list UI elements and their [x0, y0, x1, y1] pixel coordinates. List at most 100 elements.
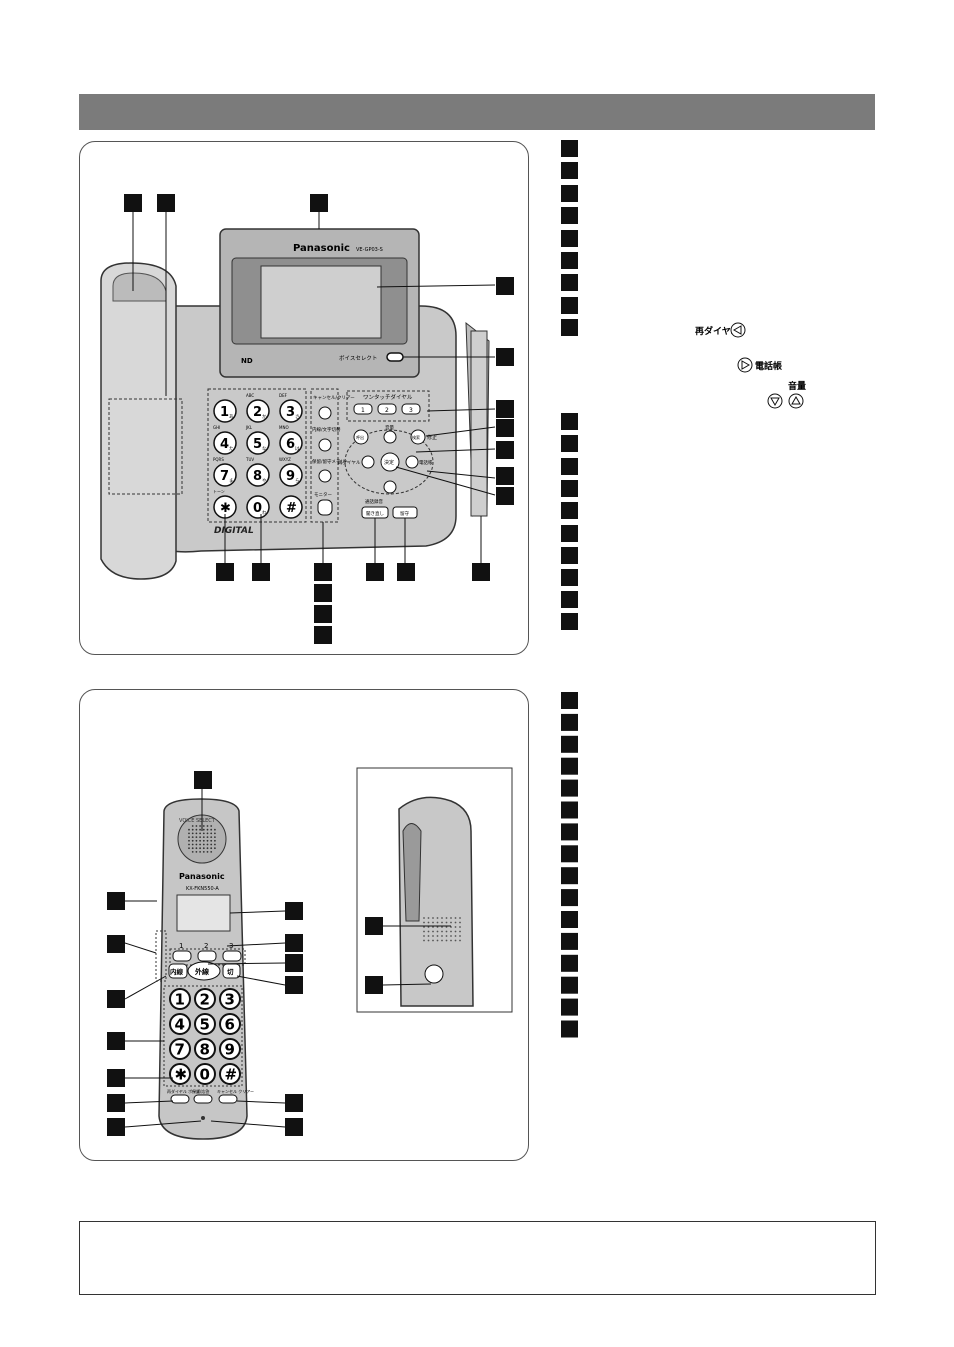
one-touch-key-1[interactable]: [353, 403, 373, 415]
phonebook-right-button[interactable]: [405, 455, 419, 469]
handset-key-5[interactable]: [219, 1013, 241, 1035]
monitor-label: モニター: [314, 491, 332, 498]
enter-label: 決定: [384, 459, 394, 466]
handset-key-0[interactable]: [169, 988, 191, 1010]
intercom-button[interactable]: [318, 438, 332, 452]
nd-logo: ND: [241, 357, 253, 365]
handset-key-label: 5: [200, 1016, 210, 1034]
handset-key-10[interactable]: [194, 1063, 216, 1085]
base-key-num: 2: [253, 405, 262, 420]
legend-marker: [561, 274, 578, 291]
handset-key-1[interactable]: [194, 988, 216, 1010]
base-key-num: 5: [253, 437, 262, 452]
base-key-letters: PQRS: [213, 457, 224, 462]
base-key-6[interactable]: [213, 463, 237, 487]
call-record-label: 通話録音: [365, 498, 383, 505]
base-key-5[interactable]: [279, 431, 303, 455]
base-key-4[interactable]: [246, 431, 270, 455]
handset-key-label: 2: [200, 991, 210, 1009]
base-key-letters: JKL: [245, 425, 253, 430]
recall-button[interactable]: [353, 429, 369, 445]
cancel-clear-label: キャンセル/クリアー: [313, 395, 355, 401]
handset-key-7[interactable]: [194, 1038, 216, 1060]
phonebook-label: 電話帳: [419, 459, 433, 466]
section-header-bar: [79, 94, 875, 130]
handset-one-touch-label: 1: [179, 942, 183, 950]
antenna: [470, 330, 488, 517]
handset-key-label: ✱: [175, 1066, 188, 1084]
handset-one-touch-1[interactable]: [172, 950, 192, 962]
clear-label: キャンセル クリアー: [217, 1088, 254, 1094]
handset-one-touch-2[interactable]: [197, 950, 217, 962]
handset-voice-select: VOICE SELECT: [179, 818, 216, 824]
one-touch-key-2[interactable]: [377, 403, 397, 415]
volume-down-button[interactable]: [383, 480, 397, 494]
off-key-label: 切: [227, 968, 234, 976]
legend-marker: [561, 569, 578, 586]
legend-marker: [561, 692, 578, 709]
base-key-sub: な: [262, 445, 267, 452]
redial-left-button[interactable]: [361, 455, 375, 469]
base-key-num: 8: [253, 469, 262, 484]
legend-marker: [561, 207, 578, 224]
legend-marker: [561, 735, 578, 753]
base-key-2[interactable]: [279, 399, 303, 423]
legend-marker: [561, 713, 578, 731]
base-key-sub: ま: [229, 478, 234, 484]
handset-callouts: [107, 771, 383, 1136]
intercom-key[interactable]: [168, 963, 188, 979]
base-key-3[interactable]: [213, 431, 237, 455]
base-key-sub: あ: [229, 414, 234, 420]
enter-button[interactable]: [380, 452, 400, 472]
legend-phonebook-text: 電話帳: [755, 360, 782, 372]
voice-select-label: ボイスセレクト: [339, 354, 377, 362]
handset-key-label: 1: [175, 991, 185, 1009]
voice-select-button[interactable]: [386, 352, 404, 362]
search-button[interactable]: [410, 429, 426, 445]
handset-one-touch-label: 2: [204, 942, 208, 950]
handset-key-3[interactable]: [169, 1013, 191, 1035]
base-key-sub: た: [229, 446, 234, 452]
base-key-num: 9: [286, 469, 295, 484]
handset-key-6[interactable]: [169, 1038, 191, 1060]
hold-button[interactable]: [318, 469, 332, 483]
note-box: [79, 1221, 876, 1295]
legend-marker: [561, 185, 578, 202]
legend-marker: [561, 140, 578, 157]
handset-key-9[interactable]: [169, 1063, 191, 1085]
legend-marker: [561, 502, 578, 519]
handset-key-label: 6: [225, 1016, 235, 1034]
redial-pause-key[interactable]: [170, 1094, 190, 1104]
cancel-clear-button[interactable]: [318, 406, 332, 420]
answer-label: 留守: [400, 510, 409, 517]
clear-key[interactable]: [218, 1094, 238, 1104]
handset-key-4[interactable]: [194, 1013, 216, 1035]
monitor-button[interactable]: [317, 499, 333, 516]
base-key-num: #: [286, 501, 297, 516]
handset-one-touch-3[interactable]: [222, 950, 242, 962]
handset-key-label: 4: [175, 1016, 185, 1034]
base-key-letters: TUV: [245, 457, 254, 462]
base-key-10[interactable]: [246, 495, 270, 519]
one-touch-key-3[interactable]: [401, 403, 421, 415]
base-key-0[interactable]: [213, 399, 237, 423]
base-key-1[interactable]: [246, 399, 270, 423]
base-key-sub: か: [262, 413, 267, 420]
base-key-num: 0: [253, 501, 262, 516]
outside-line-key[interactable]: [187, 961, 221, 981]
volume-up-button[interactable]: [383, 430, 397, 444]
handset-key-8[interactable]: [219, 1038, 241, 1060]
hold-answer-key[interactable]: [193, 1094, 213, 1104]
legend-marker: [561, 547, 578, 564]
base-key-11[interactable]: [279, 495, 303, 519]
handset-key-11[interactable]: [219, 1063, 241, 1085]
intercom-key-label: 内線: [170, 967, 184, 976]
base-key-8[interactable]: [279, 463, 303, 487]
base-key-7[interactable]: [246, 463, 270, 487]
handset-key-2[interactable]: [219, 988, 241, 1010]
base-key-sub: さ: [295, 413, 300, 420]
base-key-letters: MNO: [279, 425, 289, 430]
